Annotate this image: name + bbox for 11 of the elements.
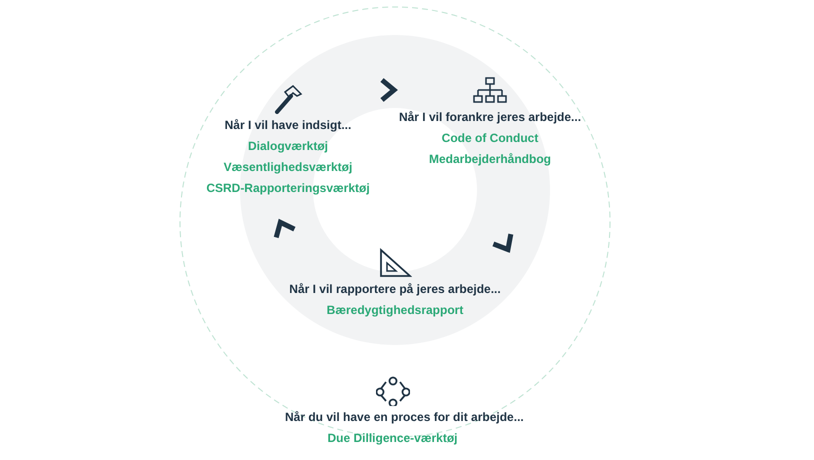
tool-name: Væsentlighedsværktøj — [224, 160, 352, 174]
heading-text: Når I vil forankre jeres arbejde... — [398, 110, 582, 124]
heading-text: Når I vil have indsigt... — [224, 118, 352, 132]
tool-name: CSRD-Rapporteringsværktøj — [206, 181, 370, 195]
tool-name: Medarbejderhåndbog — [428, 152, 551, 166]
tool-name: Code of Conduct — [442, 131, 538, 145]
tool-name: Dialogværktøj — [248, 139, 328, 153]
heading-text: Når du vil have en proces for dit arbejde... — [285, 410, 524, 424]
tool-name: Due Dilligence-værktøj — [327, 431, 458, 445]
heading-text: Når I vil rapportere på jeres arbejde... — [289, 282, 501, 296]
tool-name: Bæredygtighedsrapport — [326, 303, 464, 317]
